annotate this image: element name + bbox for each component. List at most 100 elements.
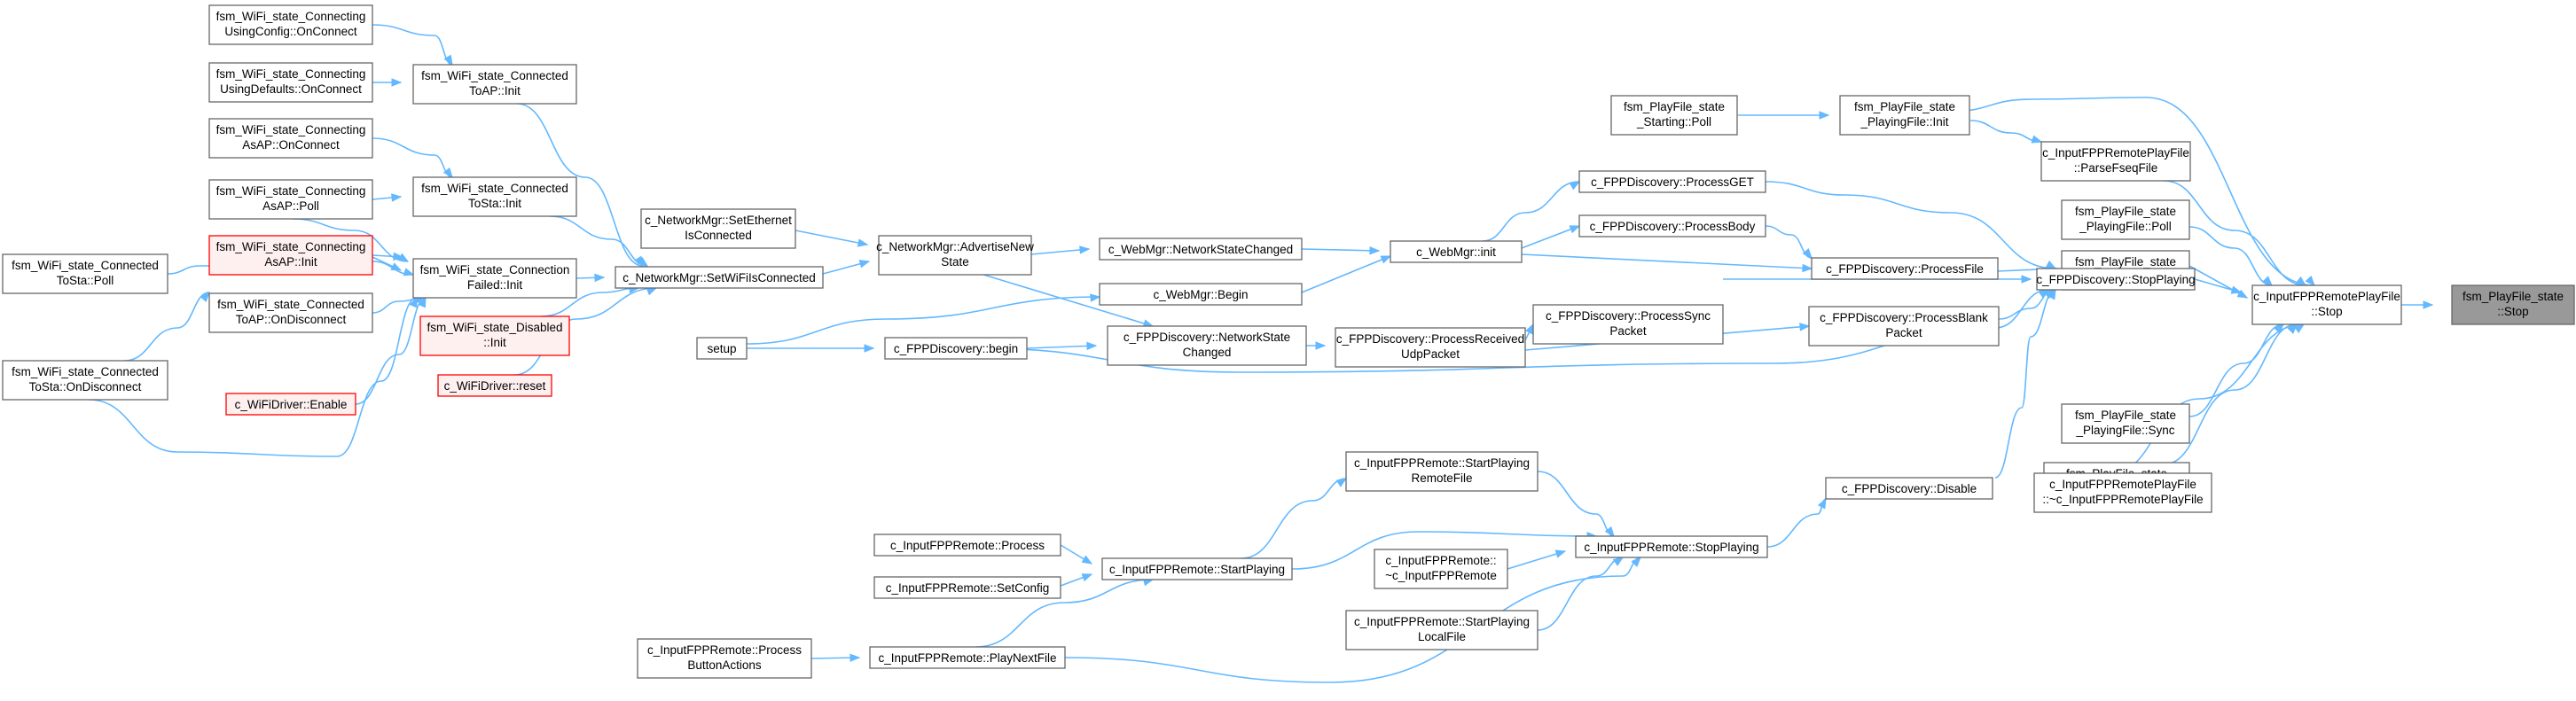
node-n45[interactable]: c_InputFPPRemote::~c_InputFPPRemote bbox=[1374, 549, 1508, 589]
node-n47[interactable]: c_InputFPPRemote::PlayNextFile bbox=[869, 646, 1066, 669]
node-label: ::Stop bbox=[2311, 305, 2342, 318]
node-label: ToAP::OnDisconnect bbox=[236, 313, 347, 326]
node-box bbox=[1578, 170, 1766, 193]
node-box bbox=[2036, 268, 2196, 291]
edge-line bbox=[2188, 226, 2273, 286]
node-label: UsingConfig::OnConnect bbox=[224, 25, 357, 38]
node-n18[interactable]: c_WebMgr::init bbox=[1390, 240, 1523, 263]
node-n17[interactable]: c_FPPDiscovery::Disable bbox=[1825, 477, 1993, 500]
call-edge-19 bbox=[1482, 181, 1581, 242]
node-n2[interactable]: c_InputFPPRemotePlayFile::Stop bbox=[2251, 284, 2402, 325]
node-box bbox=[878, 235, 1032, 276]
arrowhead-icon bbox=[2038, 289, 2050, 299]
node-n11[interactable]: c_InputFPPRemotePlayFile::~c_InputFPPRem… bbox=[2033, 472, 2212, 513]
call-edge-5 bbox=[2163, 180, 2307, 286]
node-n8[interactable]: c_FPPDiscovery::StopPlaying bbox=[2036, 268, 2196, 291]
node-n34[interactable]: fsm_WiFi_state_ConnectingUsingDefaults::… bbox=[208, 62, 373, 103]
node-n33[interactable]: fsm_WiFi_state_ConnectingUsingConfig::On… bbox=[208, 4, 373, 45]
node-label: ToSta::OnDisconnect bbox=[29, 380, 142, 393]
node-label: RemoteFile bbox=[1411, 471, 1472, 485]
node-n9[interactable]: fsm_PlayFile_state_PlayingFile::Sync bbox=[2061, 403, 2190, 444]
node-box bbox=[1335, 327, 1526, 368]
node-n5[interactable]: c_InputFPPRemotePlayFile::ParseFseqFile bbox=[2040, 141, 2191, 182]
node-label: _PlayingFile::Init bbox=[1860, 115, 1948, 129]
arrowhead-icon bbox=[1554, 549, 1567, 558]
edge-line bbox=[2163, 323, 2298, 465]
node-box bbox=[1345, 610, 1539, 650]
arrowhead-icon bbox=[1604, 526, 1615, 538]
node-n42[interactable]: c_InputFPPRemote::StopPlaying bbox=[1575, 535, 1768, 558]
node-n32[interactable]: c_WiFiDriver::reset bbox=[437, 374, 552, 397]
node-label: fsm_PlayFile_state bbox=[2462, 290, 2564, 303]
node-n14[interactable]: c_FPPDiscovery::ProcessFile bbox=[1811, 257, 1999, 280]
node-label: _PlayingFile::Poll bbox=[2079, 220, 2172, 233]
node-label: fsm_WiFi_state_Disabled bbox=[427, 321, 562, 334]
node-box bbox=[615, 266, 824, 289]
node-label: fsm_PlayFile_state bbox=[2075, 409, 2176, 422]
node-n13[interactable]: c_FPPDiscovery::ProcessBody bbox=[1578, 214, 1766, 238]
edge-line bbox=[516, 103, 644, 267]
node-n38[interactable]: fsm_WiFi_state_ConnectedToAP::OnDisconne… bbox=[208, 292, 373, 333]
node-n4[interactable]: fsm_PlayFile_state_Starting::Poll bbox=[1610, 95, 1738, 136]
node-n19[interactable]: c_WebMgr::NetworkStateChanged bbox=[1099, 238, 1303, 261]
node-n49[interactable]: c_InputFPPRemote::SetConfig bbox=[873, 576, 1061, 599]
node-n3[interactable]: fsm_PlayFile_state_PlayingFile::Init bbox=[1839, 95, 1970, 136]
arrowhead-icon bbox=[2293, 323, 2306, 333]
node-n24[interactable]: setup bbox=[696, 337, 748, 360]
call-edge-32 bbox=[795, 230, 869, 247]
node-n1[interactable]: fsm_PlayFile_state::Stop bbox=[2451, 284, 2575, 325]
arrowhead-icon bbox=[637, 256, 649, 267]
node-box bbox=[1107, 325, 1307, 366]
arrowhead-icon bbox=[443, 54, 453, 66]
node-n23[interactable]: c_FPPDiscovery::begin bbox=[884, 337, 1028, 360]
node-label: c_FPPDiscovery::ProcessFile bbox=[1826, 262, 1984, 276]
edge-line bbox=[513, 287, 657, 376]
arrowhead-icon bbox=[2047, 288, 2056, 300]
edge-line bbox=[1521, 253, 1813, 269]
node-n6[interactable]: fsm_PlayFile_state_PlayingFile::Poll bbox=[2061, 199, 2190, 240]
node-label: AsAP::Poll bbox=[262, 199, 319, 213]
arrowhead-icon bbox=[1081, 555, 1093, 565]
node-n44[interactable]: c_InputFPPRemote::StartPlaying bbox=[1101, 557, 1293, 580]
node-n48[interactable]: c_InputFPPRemote::Process bbox=[873, 534, 1061, 557]
node-box bbox=[1839, 95, 1970, 136]
node-box bbox=[637, 638, 812, 679]
node-n31[interactable]: fsm_WiFi_state_Disabled::Init bbox=[419, 315, 570, 356]
node-label: fsm_WiFi_state_Connected bbox=[12, 259, 159, 272]
node-label: fsm_PlayFile_state bbox=[2075, 255, 2176, 269]
node-n41[interactable]: fsm_WiFi_state_ConnectedToSta::OnDisconn… bbox=[2, 360, 168, 401]
edge-line bbox=[1507, 550, 1566, 570]
edge-line bbox=[372, 137, 453, 178]
node-n12[interactable]: c_FPPDiscovery::ProcessGET bbox=[1578, 170, 1766, 193]
node-label: _PlayingFile::Sync bbox=[2075, 424, 2174, 437]
edges bbox=[88, 24, 2434, 683]
node-n39[interactable]: c_WiFiDriver::Enable bbox=[225, 393, 356, 416]
node-n20[interactable]: c_WebMgr::Begin bbox=[1099, 283, 1303, 306]
node-box bbox=[412, 258, 577, 299]
node-label: c_FPPDiscovery::Disable bbox=[1842, 482, 1977, 495]
edge-line bbox=[2163, 180, 2306, 286]
node-n27[interactable]: c_NetworkMgr::SetWiFiIsConnected bbox=[615, 266, 824, 289]
node-box bbox=[873, 576, 1061, 599]
node-box bbox=[1390, 240, 1523, 263]
node-box bbox=[1808, 306, 2000, 347]
node-label: c_InputFPPRemote::StopPlaying bbox=[1584, 541, 1758, 554]
node-n22[interactable]: c_FPPDiscovery::NetworkStateChanged bbox=[1107, 325, 1307, 366]
node-label: c_FPPDiscovery::ProcessBody bbox=[1590, 220, 1756, 233]
